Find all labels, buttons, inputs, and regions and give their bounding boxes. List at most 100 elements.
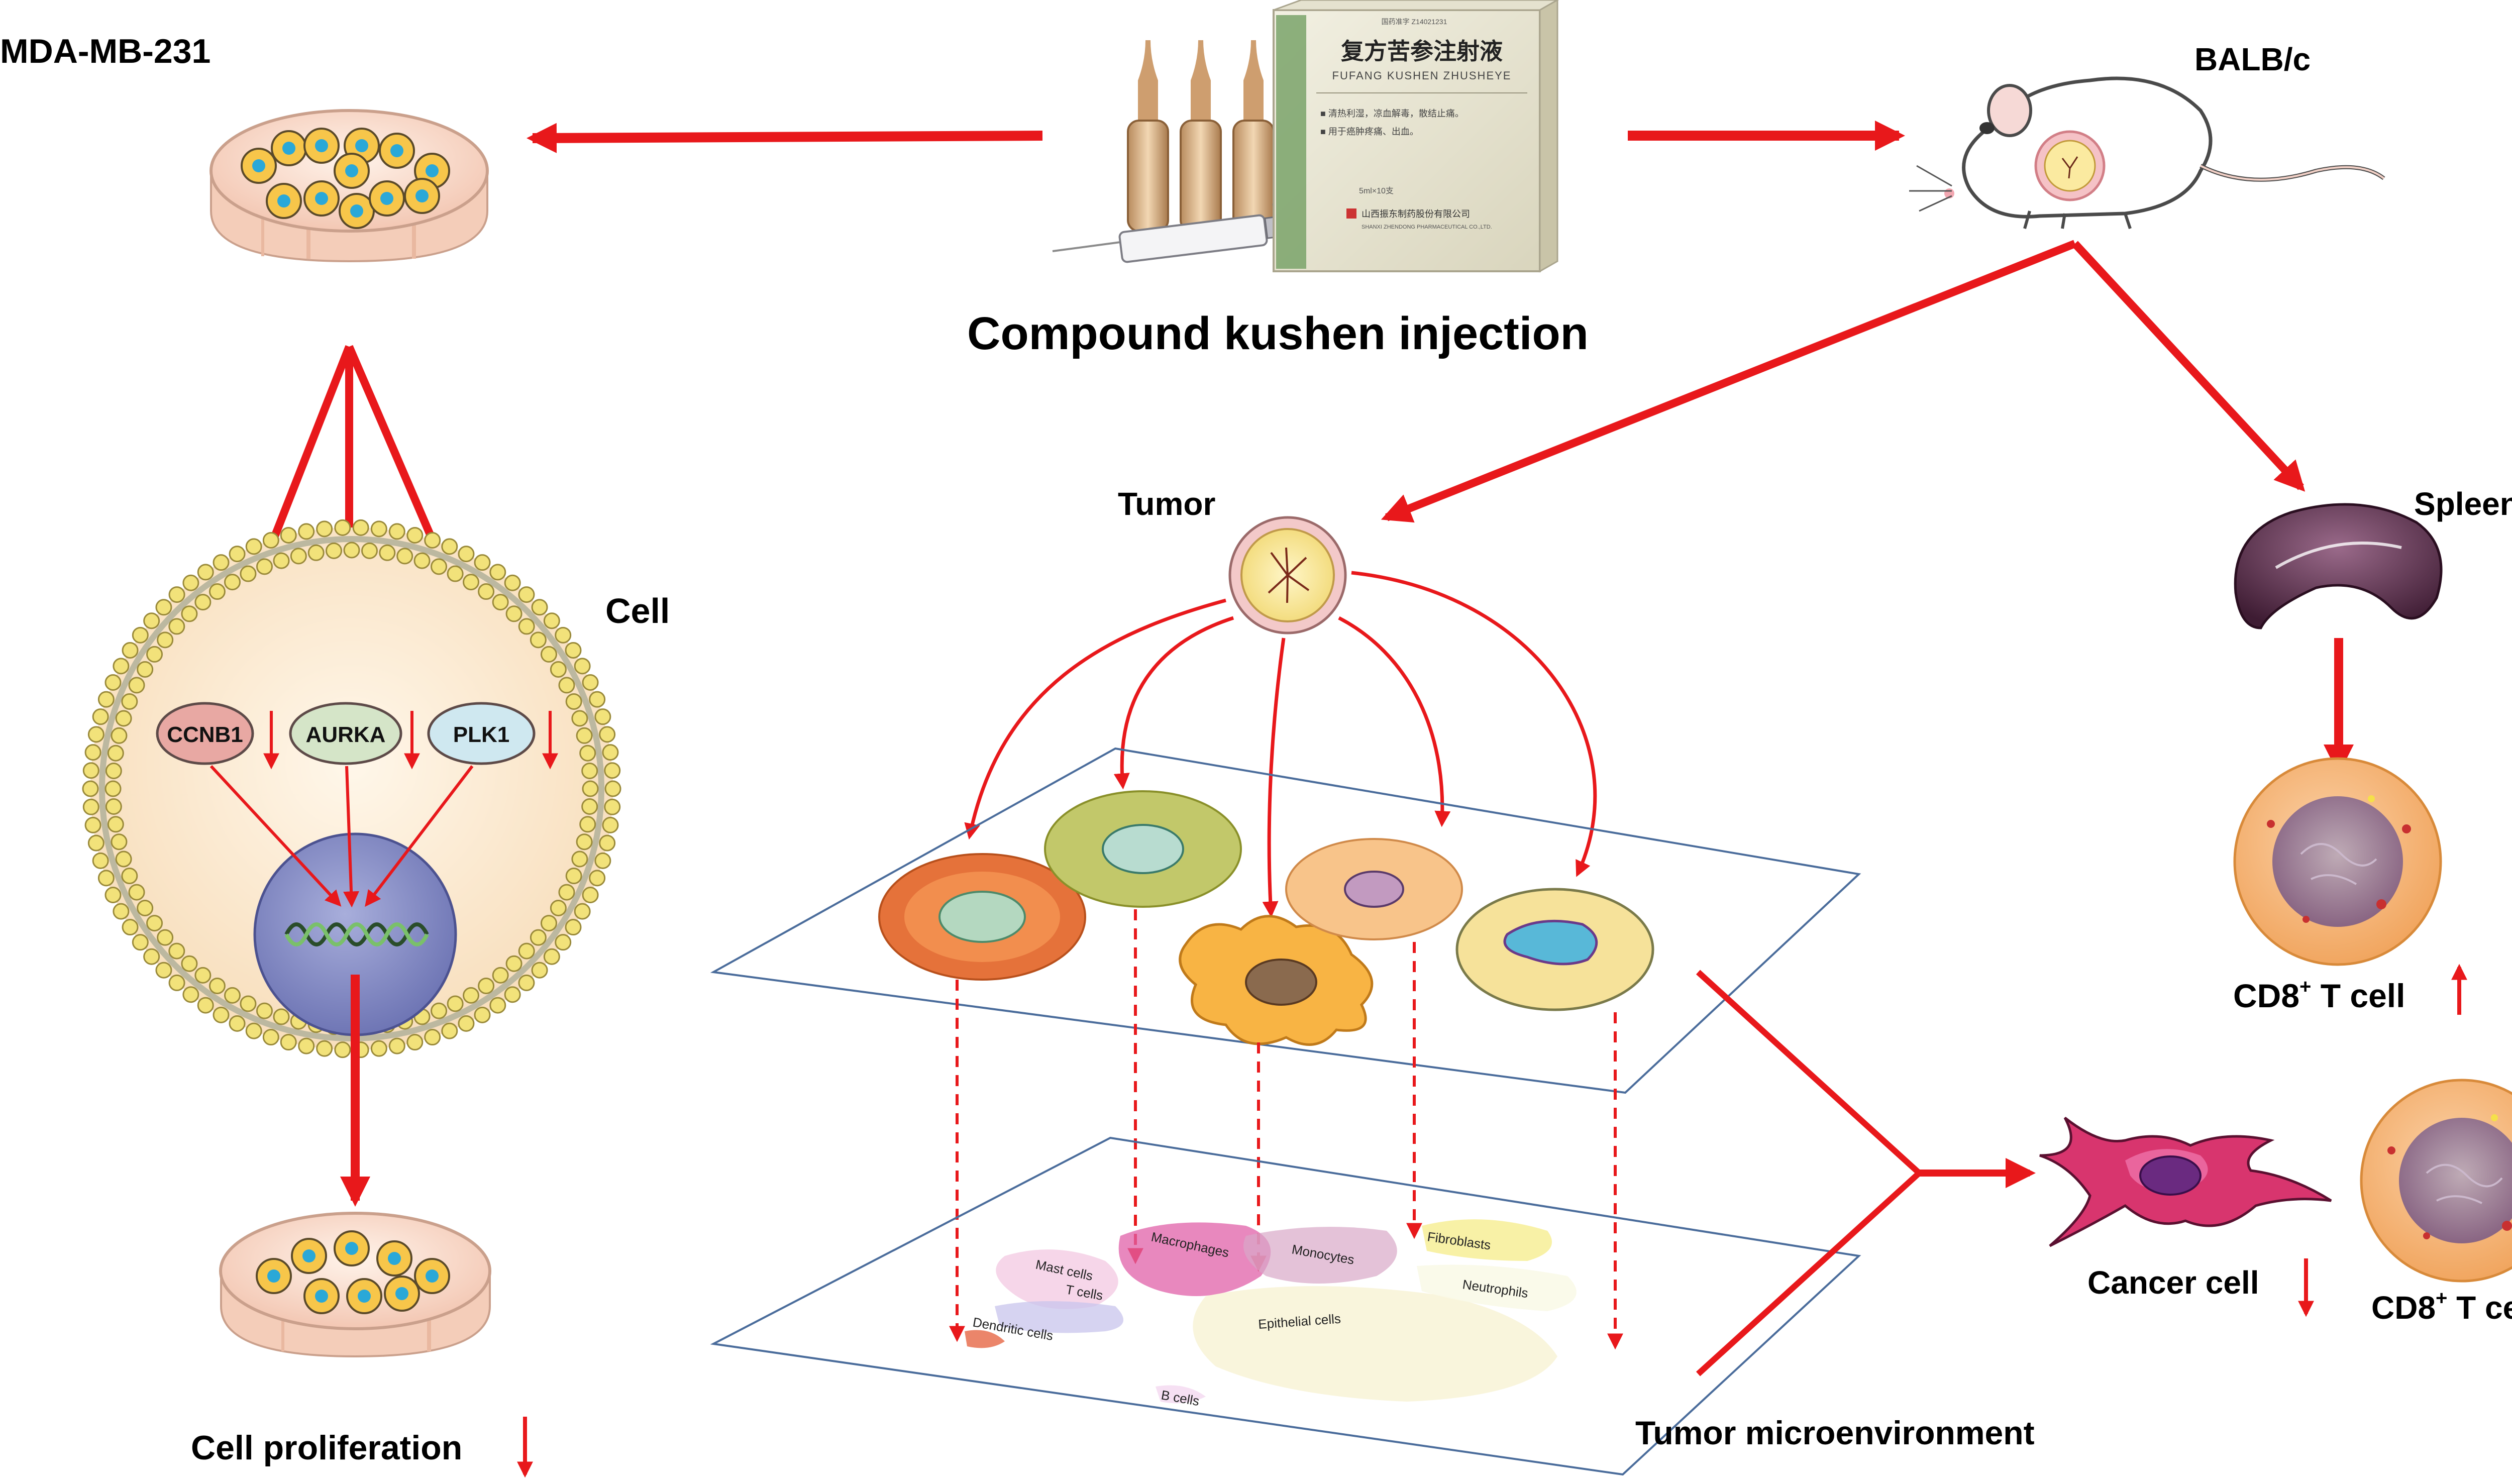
membrane-bead [82,780,99,797]
membrane-bead [492,967,509,984]
membrane-bead [229,1015,246,1032]
membrane-bead [550,900,567,916]
membrane-bead [530,631,547,649]
tme-plane-bottom [710,1136,1861,1476]
membrane-bead [579,816,596,833]
membrane-bead [157,929,174,946]
membrane-bead [262,532,279,549]
dna-icon [284,922,429,946]
membrane-bead [128,884,145,901]
membrane-bead [581,798,598,815]
membrane-bead [84,744,101,761]
drug-box: 国药准字 Z14021231 复方苦参注射液 FUFANG KUSHEN ZHU… [1273,0,1559,273]
drug-box-maker: 山西振东制药股份有限公司 [1362,209,1470,219]
membrane-bead [458,546,475,563]
membrane-bead [599,726,616,743]
membrane-bead [113,903,130,920]
membrane-bead [240,995,257,1012]
arrow-drug-to-cell-line [527,123,1043,153]
membrane-bead [256,1002,273,1019]
membrane-bead [571,710,588,727]
membrane-bead [213,554,230,571]
membrane-bead [550,661,567,678]
membrane-bead [474,1006,491,1023]
membrane-bead [132,626,149,644]
membrane-bead [84,816,101,833]
membrane-bead [181,955,198,972]
membrane-bead [182,986,199,1003]
membrane-bead [489,997,506,1014]
drug-box-approval: 国药准字 Z14021231 [1382,18,1447,26]
membrane-bead [97,870,115,887]
membrane-bead [224,574,241,591]
membrane-bead [582,780,599,797]
cd8-tme-label: CD8+ T cell [2371,1287,2512,1326]
membrane-bead [87,726,104,743]
membrane-bead [531,962,548,979]
drug-box-line2: ■ 用于癌肿疼痛、出血。 [1320,127,1419,137]
membrane-bead [224,987,241,1004]
membrane-bead [256,558,273,575]
membrane-bead [343,542,360,559]
membrane-bead [574,658,591,675]
membrane-bead [504,574,521,591]
membrane-bead [104,674,122,691]
spleen-icon [2234,503,2443,629]
membrane-bead [122,919,139,936]
membrane-bead [157,631,174,649]
dish-cell-nucleus [358,1290,371,1303]
membrane-bead [107,745,124,762]
membrane-bead [316,520,333,538]
membrane-bead [388,523,405,540]
arrow-aurka-to-nucleus [343,766,360,908]
membrane-bead [143,948,160,965]
cancer-cell-label: Cancer cell [2087,1264,2259,1301]
membrane-bead [463,574,479,591]
gene-aurka: AURKA [289,702,420,770]
membrane-bead [492,594,509,611]
membrane-bead [388,1037,405,1054]
membrane-bead [543,948,560,965]
membrane-bead [518,586,535,603]
membrane-bead [245,1022,262,1039]
membrane-bead [181,605,198,622]
membrane-bead [599,834,616,852]
membrane-bead [431,558,448,575]
membrane-bead [298,1037,315,1054]
cancer-cell-icon [2039,1117,2332,1247]
membrane-bead [208,977,226,994]
membrane-bead [146,646,163,663]
arrow-tumor-to-dc [964,598,1226,840]
membrane-bead [97,691,115,708]
membrane-bead [273,552,290,569]
membrane-bead [229,546,246,563]
drug-box-spec: 5ml×10支 [1359,186,1394,195]
arrow-mouse-to-spleen [2072,241,2306,492]
dish-cell-nucleus [282,142,295,155]
membrane-bead [424,532,441,549]
gene-plk1: PLK1 [427,702,558,770]
membrane-bead [273,1008,290,1025]
dish-cell-nucleus [350,204,363,218]
membrane-bead [558,677,575,694]
dish-cell-nucleus [426,164,439,177]
membrane-bead [104,780,122,797]
gene-aurka-label: AURKA [306,722,386,747]
membrane-bead [197,564,214,581]
tme-plane-top [710,747,1861,1094]
dish-cell-nucleus [315,1290,328,1303]
drug-box-title-cn: 复方苦参注射液 [1341,38,1503,64]
membrane-bead [582,887,599,904]
membrane-bead [87,834,104,852]
membrane-bead [316,1040,333,1057]
membrane-bead [105,763,122,780]
membrane-bead [540,915,557,932]
membrane-bead [111,833,128,851]
membrane-bead [565,693,582,710]
membrane-bead [115,851,132,868]
immune-cell-orange [878,853,1086,981]
membrane-bead [168,586,185,603]
petri-dish-top [210,109,489,263]
immune-cell-peach [1285,838,1463,940]
cell-line-label: MDA-MB-231 [0,32,211,70]
